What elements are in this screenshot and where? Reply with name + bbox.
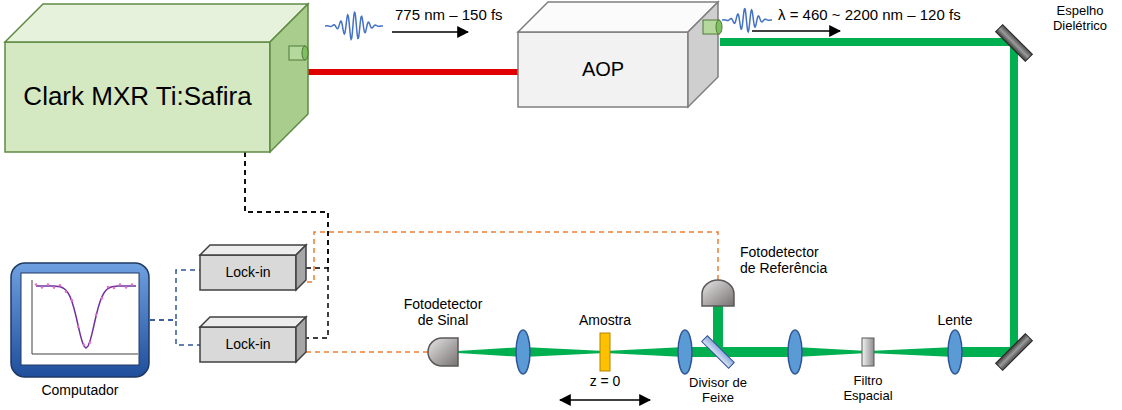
box-front [518, 32, 688, 107]
monitor-screen [21, 273, 139, 365]
box-side [296, 317, 306, 362]
plot-point [107, 286, 110, 289]
laser-source-outline [5, 4, 338, 154]
pulse-spec: 775 nm – 150 fs [395, 6, 503, 23]
green-beam [795, 347, 868, 357]
box-top [200, 317, 306, 327]
signal-photodetector-outline [428, 338, 458, 366]
sample [600, 333, 610, 371]
component-label: Divisor de Feixe [682, 376, 754, 406]
lens [948, 330, 962, 374]
plot-point [65, 290, 68, 293]
signal-cable [296, 232, 718, 282]
plot-point [101, 297, 104, 300]
plot-point [53, 286, 56, 289]
green-beam [720, 38, 1014, 46]
green-beam [868, 347, 955, 357]
photodetector-dome [702, 280, 734, 306]
plot-point [47, 283, 50, 286]
direction-arrow [392, 31, 468, 33]
plot-point [89, 341, 92, 344]
green-beam [605, 347, 685, 357]
green-beam [685, 347, 795, 357]
reference-photodetector-outline [702, 280, 734, 306]
box-front [200, 255, 296, 290]
opa-box-outline [518, 2, 748, 109]
plot-point [41, 286, 44, 289]
lens [516, 330, 530, 374]
node-label: AOP [582, 58, 624, 81]
plot-axes [32, 280, 138, 354]
opa-box: AOP [518, 32, 688, 107]
direction-arrow [752, 30, 840, 32]
data-cable [150, 270, 200, 320]
box-side [296, 245, 306, 290]
green-beam [458, 347, 523, 357]
node-label: Lock-in [225, 264, 270, 280]
signal-photodetector: Fotodetector de Sinal [428, 338, 458, 366]
computer-monitor: Computador [10, 262, 150, 378]
dielectric-mirror [996, 25, 1033, 62]
plot-point [77, 325, 80, 328]
plot-point [95, 313, 98, 316]
plot-point [71, 299, 74, 302]
reference-photodetector: Fotodetector de Referência [702, 280, 734, 306]
data-cable [150, 320, 200, 345]
plot-point [59, 284, 62, 287]
fiber-port [302, 46, 308, 60]
beam-splitter [702, 336, 735, 369]
pulse-spec: λ = 460 ~ 2200 nm – 120 fs [778, 6, 961, 23]
node-label: Lock-in [225, 336, 270, 352]
laser-source: Clark MXR Ti:Safira [5, 42, 270, 152]
box-side [688, 2, 718, 107]
pulse-symbol [722, 9, 772, 32]
box-front [5, 42, 270, 152]
box-side [270, 4, 308, 152]
computer-monitor-outline [10, 262, 150, 378]
component-label: Espelho Dielétrico [1044, 4, 1116, 34]
box-top [200, 245, 306, 255]
plot-point [113, 287, 116, 290]
box-top [518, 2, 718, 32]
lens [788, 330, 802, 374]
plot-point [35, 283, 38, 286]
plot-point [83, 343, 86, 346]
green-beam [1010, 42, 1018, 352]
node-label: Computador [10, 382, 150, 398]
translation-arrow [560, 399, 650, 401]
plot-point [125, 286, 128, 289]
plot-point [131, 283, 134, 286]
photodetector-dome [428, 338, 458, 366]
pulse-symbol [325, 12, 383, 39]
green-beam [523, 347, 605, 357]
box-front [200, 327, 296, 362]
component-label: Amostra [565, 312, 645, 328]
position-label: z = 0 [575, 373, 635, 389]
lens [678, 330, 692, 374]
spatial-filter [862, 338, 874, 366]
node-label: Fotodetector de Sinal [395, 296, 491, 328]
lockin-amplifier: Lock-in [200, 327, 296, 362]
box-top [5, 4, 308, 42]
node-label: Clark MXR Ti:Safira [23, 82, 251, 112]
component-label: Filtro Espacial [833, 374, 903, 404]
component-label: Lente [925, 312, 985, 328]
plot-point [119, 283, 122, 286]
dielectric-mirror [996, 334, 1033, 371]
fiber-port [716, 20, 722, 34]
lockin-amplifier: Lock-in [200, 255, 296, 290]
node-label: Fotodetector de Referência [740, 244, 836, 276]
monitor-frame [11, 263, 149, 377]
signal-cable [296, 351, 428, 353]
plot-curve [36, 286, 136, 348]
